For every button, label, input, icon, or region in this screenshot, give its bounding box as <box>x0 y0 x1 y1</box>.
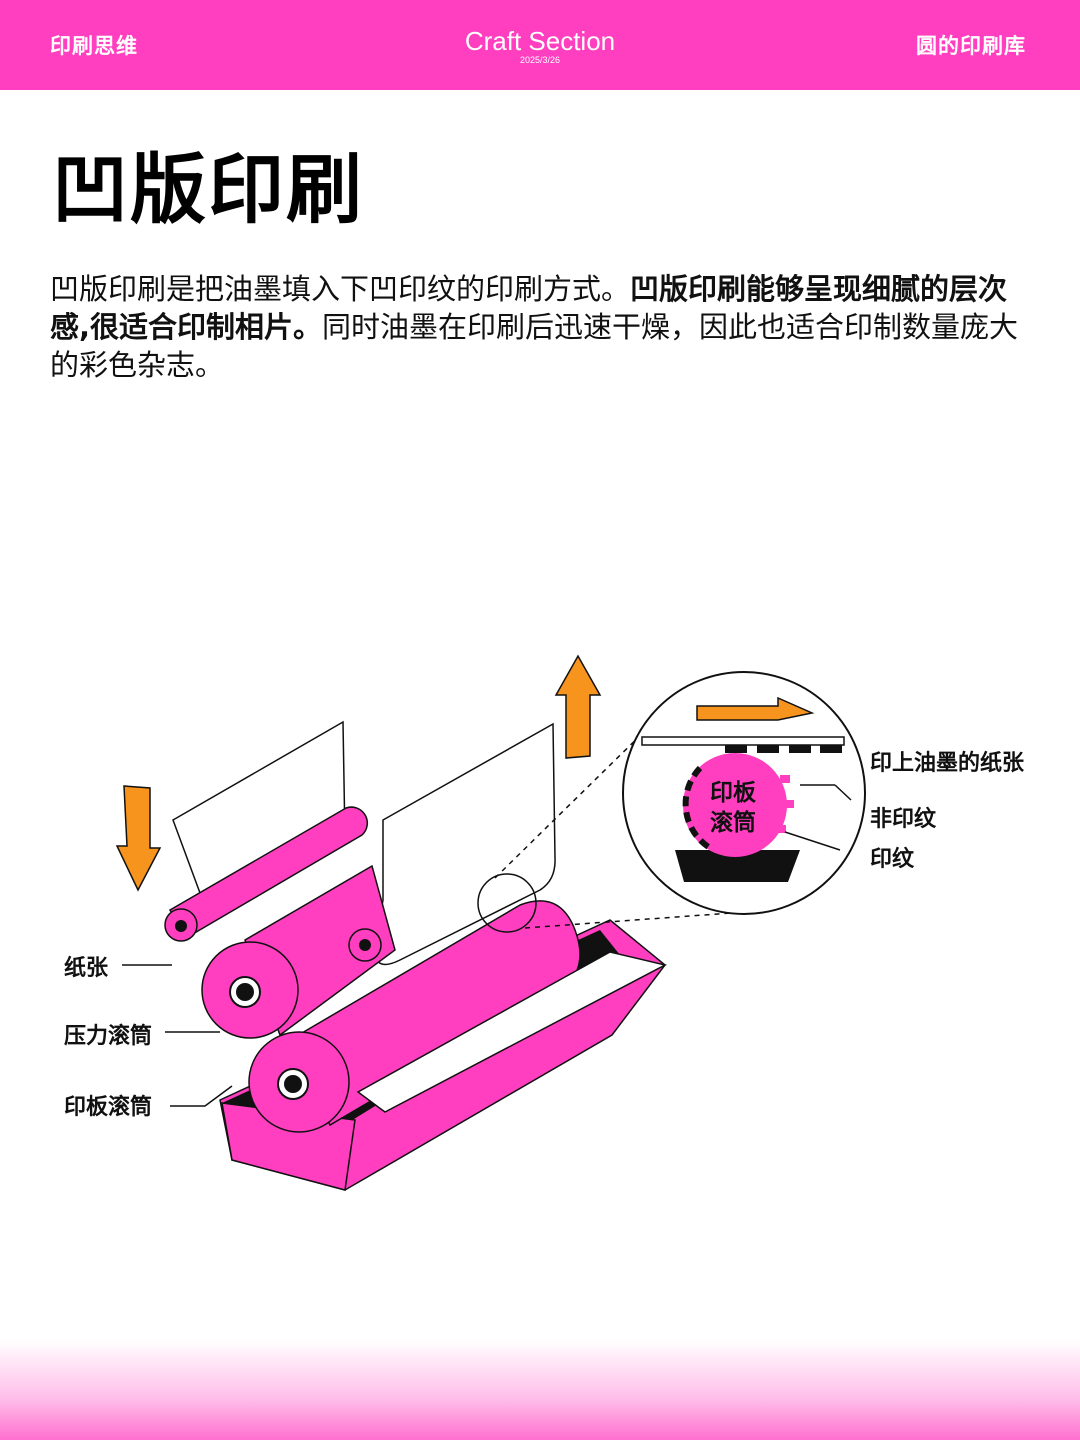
detail-magnifier: 印板 滚筒 <box>622 671 866 915</box>
arrow-down-icon <box>115 785 162 892</box>
intro-text-2: 同时油墨在印刷后迅速干燥，因此也适合印制数量庞大的彩色杂志。 <box>50 310 1019 382</box>
brand-name: Craft Section <box>464 26 616 56</box>
doctor-blade <box>356 951 668 1113</box>
plate-roller <box>248 900 581 1133</box>
label-inked-paper: 印上油墨的纸张 <box>870 750 1025 776</box>
brand-block: Craft Section 2025/3/26 <box>0 26 1080 65</box>
guide-roller-left <box>164 806 369 942</box>
publish-date: 2025/3/26 <box>519 55 561 65</box>
arrow-up-icon <box>554 654 602 759</box>
arrow-right-icon <box>696 696 815 721</box>
label-non-image-area: 非印纹 <box>870 806 937 832</box>
intro-text-1: 凹版印刷是把油墨填入下凹印纹的印刷方式。 <box>50 272 631 306</box>
label-pressure-roller: 压力滚筒 <box>64 1023 152 1049</box>
zoom-focus-circle <box>477 873 537 933</box>
series-label: 圆的印刷库 <box>916 34 1026 58</box>
detail-roller-label-1: 印板 <box>710 780 757 806</box>
bottom-gradient <box>0 1340 1080 1440</box>
gravure-press-diagram: 印板 滚筒 印上油墨的纸张 非印纹 印纹 纸张 压力滚筒 印板滚筒 <box>64 654 1025 1191</box>
category-label: 印刷思维 <box>50 34 138 58</box>
label-paper: 纸张 <box>64 955 109 981</box>
top-bar: 印刷思维 Craft Section 2025/3/26 圆的印刷库 <box>0 0 1080 90</box>
intro-bold-text: 凹版印刷能够呈现细腻的层次感,很适合印制相片。 <box>50 272 1008 344</box>
guide-roller-right <box>348 928 382 962</box>
pressure-roller <box>201 864 396 1039</box>
page-title: 凹版印刷 <box>52 145 364 234</box>
detail-roller-label-2: 滚筒 <box>710 809 756 836</box>
intro-paragraph: 凹版印刷是把油墨填入下凹印纹的印刷方式。凹版印刷能够呈现细腻的层次感,很适合印制… <box>50 270 1040 384</box>
label-image-area: 印纹 <box>870 846 915 872</box>
label-plate-roller: 印板滚筒 <box>64 1094 152 1120</box>
